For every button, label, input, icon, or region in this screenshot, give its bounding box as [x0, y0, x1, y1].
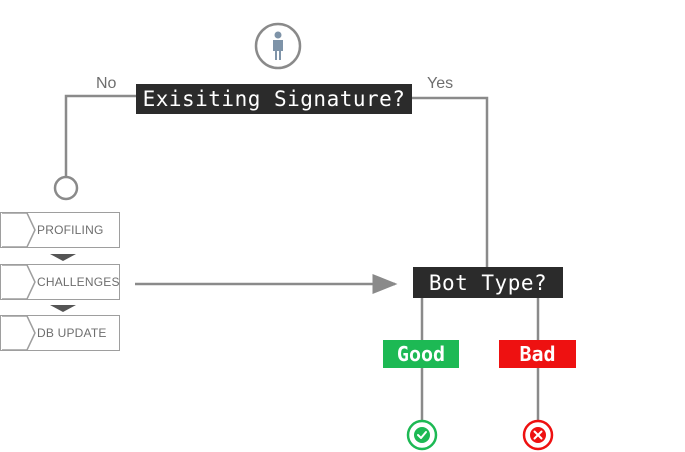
no-branch-line [64, 94, 136, 177]
bad-tag-text: Bad [519, 342, 556, 366]
signature-decision-text: Exisiting Signature? [142, 87, 406, 111]
bot-type-decision-text: Bot Type? [428, 270, 548, 295]
good-tag: Good [383, 340, 459, 368]
signature-decision-box: Exisiting Signature? [136, 84, 412, 114]
chevron-right-icon [2, 265, 36, 300]
step-down-triangle [50, 254, 76, 261]
step-label: CHALLENGES [37, 275, 120, 289]
no-label: No [96, 75, 117, 92]
yes-branch-line [412, 96, 489, 267]
user-icon [254, 22, 302, 70]
good-tag-text: Good [396, 342, 446, 366]
step-label: DB UPDATE [37, 326, 107, 340]
step-label: PROFILING [37, 223, 104, 237]
step-db-update: DB UPDATE [0, 315, 120, 351]
check-icon [406, 419, 438, 451]
no-branch-endpoint [53, 175, 79, 201]
x-icon [522, 419, 554, 451]
chevron-right-icon [2, 213, 36, 248]
yes-label: Yes [427, 75, 454, 92]
bot-type-decision-box: Bot Type? [413, 267, 563, 298]
step-down-triangle [50, 305, 76, 312]
chevron-right-icon [2, 316, 36, 351]
bad-tag: Bad [499, 340, 576, 368]
step-profiling: PROFILING [0, 212, 120, 248]
step-challenges: CHALLENGES [0, 264, 120, 300]
